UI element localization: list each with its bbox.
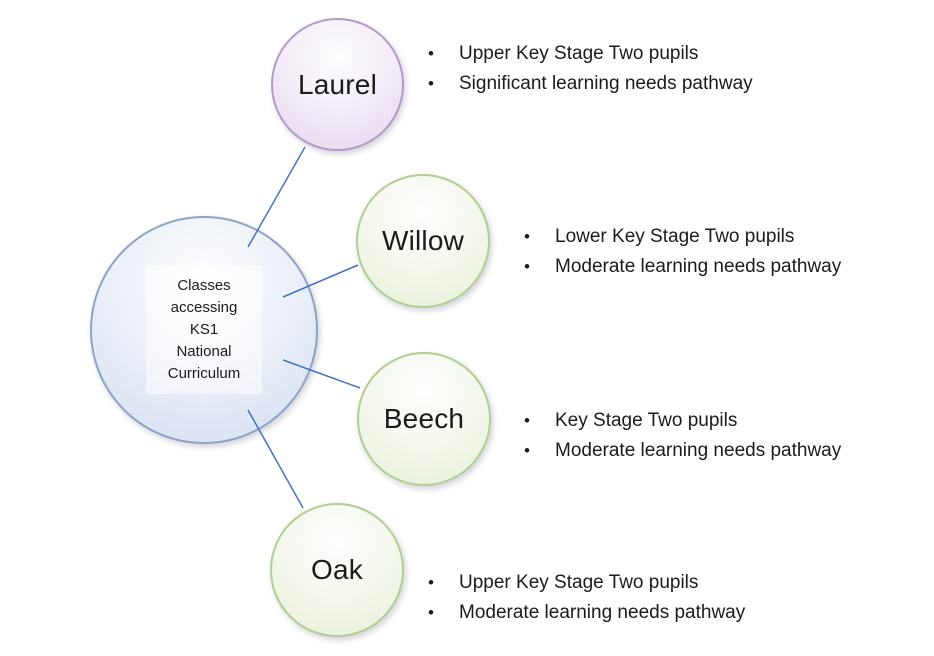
bullet-text: Upper Key Stage Two pupils [459,43,699,64]
node-beech-label: Beech [383,403,465,434]
bullet-icon: • [428,603,434,622]
bullet-icon: • [524,257,530,276]
bullet-text: Lower Key Stage Two pupils [555,226,795,247]
bullet-text: Significant learning needs pathway [459,73,753,94]
bullet-text: Key Stage Two pupils [555,410,738,431]
bullet-text: Moderate learning needs pathway [555,440,842,461]
node-laurel-label: Laurel [297,68,378,100]
node-willow: Willow [356,174,490,308]
bullet-item: • Key Stage Two pupils [524,406,841,436]
bullet-item: • Moderate learning needs pathway [524,252,841,282]
bullet-item: • Upper Key Stage Two pupils [428,568,745,598]
center-node: Classes accessing KS1 National Curriculu… [90,216,318,444]
bullet-list-willow: • Lower Key Stage Two pupils • Moderate … [524,222,841,282]
bullet-item: • Significant learning needs pathway [428,69,753,99]
bullet-icon: • [524,441,530,460]
center-label-line: accessing [170,299,238,316]
bullet-item: • Lower Key Stage Two pupils [524,222,841,252]
bullet-icon: • [524,227,530,246]
bullet-icon: • [524,411,530,430]
center-node-label: Classes accessing KS1 National Curriculu… [146,266,262,394]
bullet-text: Moderate learning needs pathway [555,256,842,277]
bullet-icon: • [428,74,434,93]
center-label-line: Classes [177,277,231,294]
bullet-list-beech: • Key Stage Two pupils • Moderate learni… [524,406,841,466]
node-oak: Oak [270,503,404,637]
center-label-line: National [176,343,232,360]
bullet-item: • Upper Key Stage Two pupils [428,39,753,69]
bullet-list-oak: • Upper Key Stage Two pupils • Moderate … [428,568,745,628]
bullet-item: • Moderate learning needs pathway [524,436,841,466]
bullet-text: Moderate learning needs pathway [459,602,746,623]
node-beech: Beech [357,352,491,486]
node-laurel: Laurel [271,18,404,151]
bullet-text: Upper Key Stage Two pupils [459,572,699,593]
bullet-icon: • [428,573,434,592]
center-label-line: KS1 [189,321,219,338]
bullet-list-laurel: • Upper Key Stage Two pupils • Significa… [428,39,753,99]
node-willow-label: Willow [381,225,465,256]
center-label-line: Curriculum [167,365,241,382]
node-oak-label: Oak [311,554,363,585]
bullet-item: • Moderate learning needs pathway [428,598,745,628]
bullet-icon: • [428,44,434,63]
